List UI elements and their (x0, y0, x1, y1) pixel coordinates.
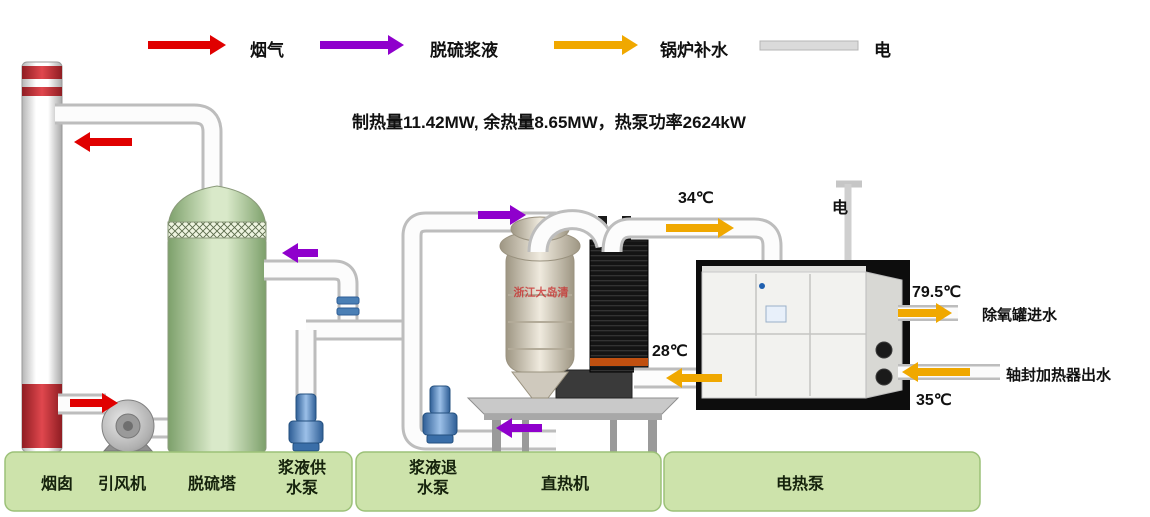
water-arrow-35 (902, 362, 970, 382)
temp-79-label: 79.5℃ (912, 284, 962, 301)
flue-gas-arrow-to-fan (70, 393, 118, 413)
slurry-arrow-to-tower (282, 243, 318, 263)
legend-flue-gas-arrow (148, 35, 226, 55)
legend-electric-label: 电 (874, 41, 891, 60)
label-bar-middle (355, 451, 662, 512)
flue-gas-arrow-to-chimney (74, 132, 132, 152)
direct-heater-label: 直热机 (540, 476, 589, 493)
electric-supply-line (836, 180, 862, 266)
slurry-arrow-return (496, 418, 542, 438)
label-bar-right (663, 451, 981, 512)
legend-water-label: 锅炉补水 (660, 41, 728, 60)
chimney-label: 烟囱 (40, 476, 73, 493)
label-bar-left (4, 451, 353, 512)
legend-electric-line (759, 40, 859, 51)
pipe-heater-to-heatpump (601, 217, 783, 276)
slurry-return-pump (422, 385, 458, 444)
pipe-heater-top-arc (527, 209, 617, 254)
electric-heat-pump (696, 260, 910, 410)
slurry-arrow-to-heater (478, 205, 526, 225)
legend-slurry-arrow (320, 35, 404, 55)
temp-28-label: 28℃ (652, 343, 688, 360)
legend-water-arrow (554, 35, 638, 55)
temp-34-label: 34℃ (678, 190, 714, 207)
diagram-title: 制热量11.42MW, 余热量8.65MW，热泵功率2624kW (352, 113, 746, 132)
heat-pump-label: 电热泵 (775, 476, 824, 493)
direct-heater (466, 216, 680, 464)
temp-35-label: 35℃ (916, 392, 952, 409)
electric-feed-label: 电 (832, 200, 849, 217)
shaft-seal-outlet-label: 轴封加热器出水 (1006, 367, 1112, 384)
water-arrow-79 (898, 303, 952, 323)
desulfurization-tower (167, 185, 267, 453)
legend-slurry-label: 脱硫浆液 (430, 41, 498, 60)
pipe-heater-loop (401, 211, 556, 451)
return-pump-label: 浆液退水泵 (408, 460, 457, 497)
pipe-chimney-to-tower (55, 103, 223, 205)
manufacturer-watermark: 浙江大岛清 (513, 287, 569, 299)
fan-label: 引风机 (97, 476, 146, 493)
legend-flue-gas-label: 烟气 (250, 41, 284, 60)
slurry-supply-pump (288, 393, 324, 452)
tower-label: 脱硫塔 (187, 476, 236, 493)
chimney (21, 61, 63, 453)
supply-pump-label: 浆液供水泵 (277, 460, 326, 497)
water-arrow-28 (666, 368, 722, 388)
pipe-tower-slurry-stub (264, 259, 359, 332)
deaerator-inlet-label: 除氧罐进水 (982, 307, 1058, 324)
flange-joint (336, 296, 360, 316)
water-arrow-34 (666, 218, 734, 238)
